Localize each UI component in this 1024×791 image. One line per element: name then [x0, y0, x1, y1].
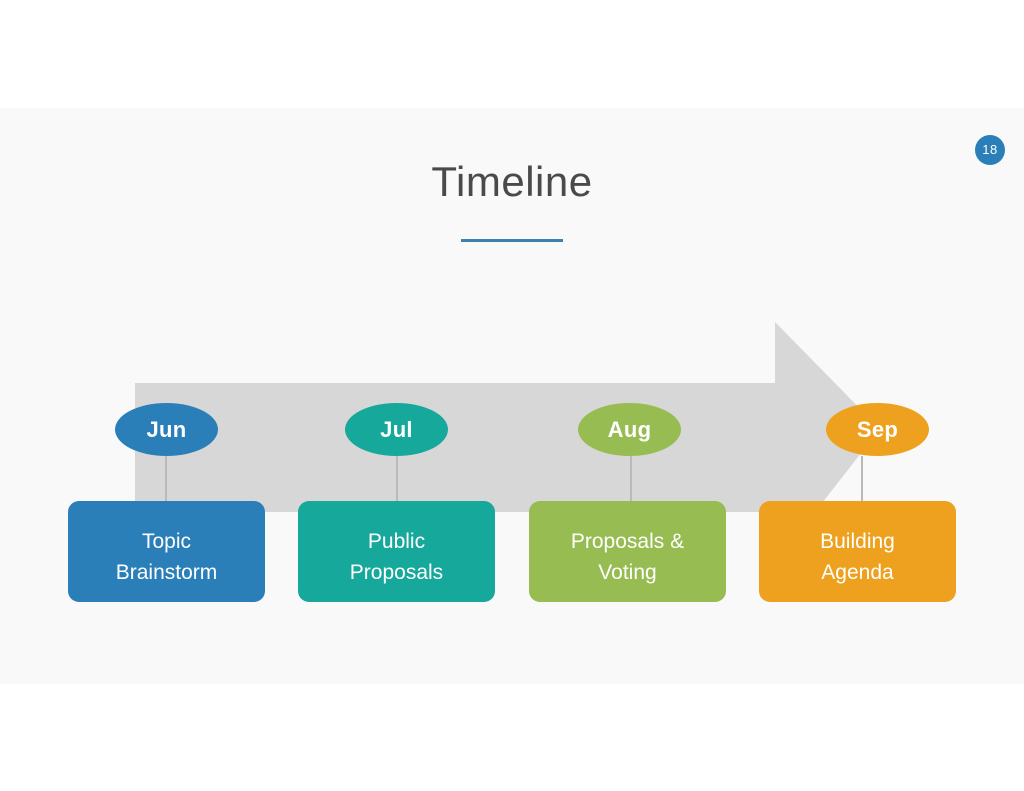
- card-line-1: Public: [367, 529, 426, 553]
- page-title: Timeline: [431, 158, 593, 205]
- timeline-steps: Jun Topic Brainstorm Jul Public Proposal…: [0, 108, 1024, 684]
- timeline-pill-aug[interactable]: Aug: [578, 403, 681, 456]
- title-underline: [461, 239, 563, 242]
- connector-line-2: [396, 456, 398, 512]
- connector-line-3: [630, 456, 632, 512]
- pill-label: Sep: [856, 416, 899, 442]
- timeline-pill-sep[interactable]: Sep: [826, 403, 929, 456]
- card-line-2: Proposals: [349, 560, 444, 584]
- timeline-card-building-agenda[interactable]: Building Agenda: [759, 501, 956, 602]
- pill-label: Jun: [146, 416, 187, 442]
- pill-label: Jul: [380, 416, 413, 442]
- card-line-1: Proposals &: [570, 529, 685, 553]
- card-line-2: Agenda: [821, 560, 894, 584]
- pill-label: Aug: [607, 416, 652, 442]
- timeline-pill-jul[interactable]: Jul: [345, 403, 448, 456]
- card-line-1: Topic: [141, 529, 192, 553]
- timeline-pill-jun[interactable]: Jun: [115, 403, 218, 456]
- slide-number-badge: 18: [975, 135, 1005, 165]
- timeline-card-public-proposals[interactable]: Public Proposals: [298, 501, 495, 602]
- connector-line-4: [861, 456, 863, 512]
- card-line-2: Brainstorm: [115, 560, 218, 584]
- connector-line-1: [165, 456, 167, 512]
- timeline-card-topic-brainstorm[interactable]: Topic Brainstorm: [68, 501, 265, 602]
- card-line-1: Building: [820, 529, 895, 553]
- slide-canvas: 18 Timeline Jun Topic Brainstorm Jul Pub…: [0, 108, 1024, 684]
- timeline-card-proposals-voting[interactable]: Proposals & Voting: [529, 501, 726, 602]
- card-line-2: Voting: [598, 560, 657, 584]
